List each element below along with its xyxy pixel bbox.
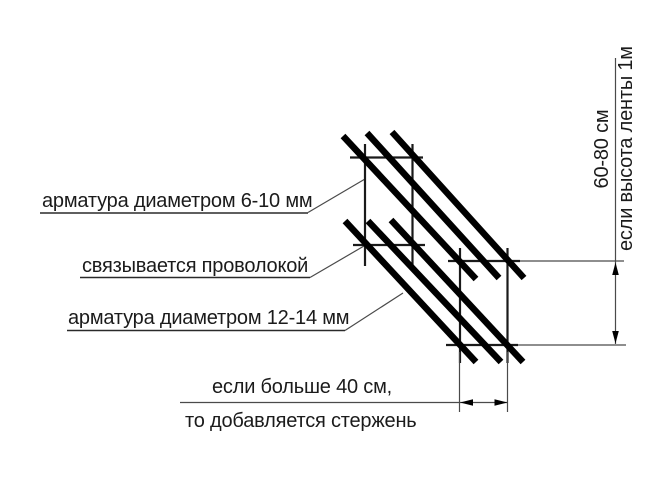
rebar-bar <box>342 218 479 365</box>
label-extra-rod-line1: если больше 40 см, <box>212 376 392 398</box>
rebar-bar <box>364 130 502 281</box>
height-dimension <box>518 58 626 346</box>
leader-lines <box>307 178 404 332</box>
dimension-arrow-left-icon <box>460 399 473 406</box>
rebar-bar <box>389 129 527 281</box>
label-height-condition: если высота ленты 1м <box>615 46 637 251</box>
width-dimension <box>180 352 509 412</box>
dimension-arrow-right-icon <box>494 399 508 406</box>
label-top-rebar: арматура диаметром 6-10 мм <box>42 190 313 212</box>
bottom-longitudinal-bars <box>342 217 526 365</box>
label-underlines <box>40 212 345 332</box>
leader-line-wire-tie <box>309 245 365 279</box>
label-bottom-rebar: арматура диаметром 12-14 мм <box>68 307 350 329</box>
label-wire-tie: связывается проволокой <box>82 255 309 277</box>
rebar-bar <box>365 218 504 365</box>
label-height-range: 60-80 см <box>591 109 613 189</box>
rebar-bar <box>388 217 526 365</box>
dimension-arrow-down-icon <box>612 331 619 344</box>
top-longitudinal-bars <box>340 129 527 282</box>
label-extra-rod-line2: то добавляется стержень <box>185 410 417 432</box>
rebar-bar <box>340 133 479 282</box>
leader-line-top-rebar <box>307 178 366 214</box>
leader-line-bottom-rebar <box>344 292 404 332</box>
dimension-arrow-up-icon <box>612 262 619 275</box>
